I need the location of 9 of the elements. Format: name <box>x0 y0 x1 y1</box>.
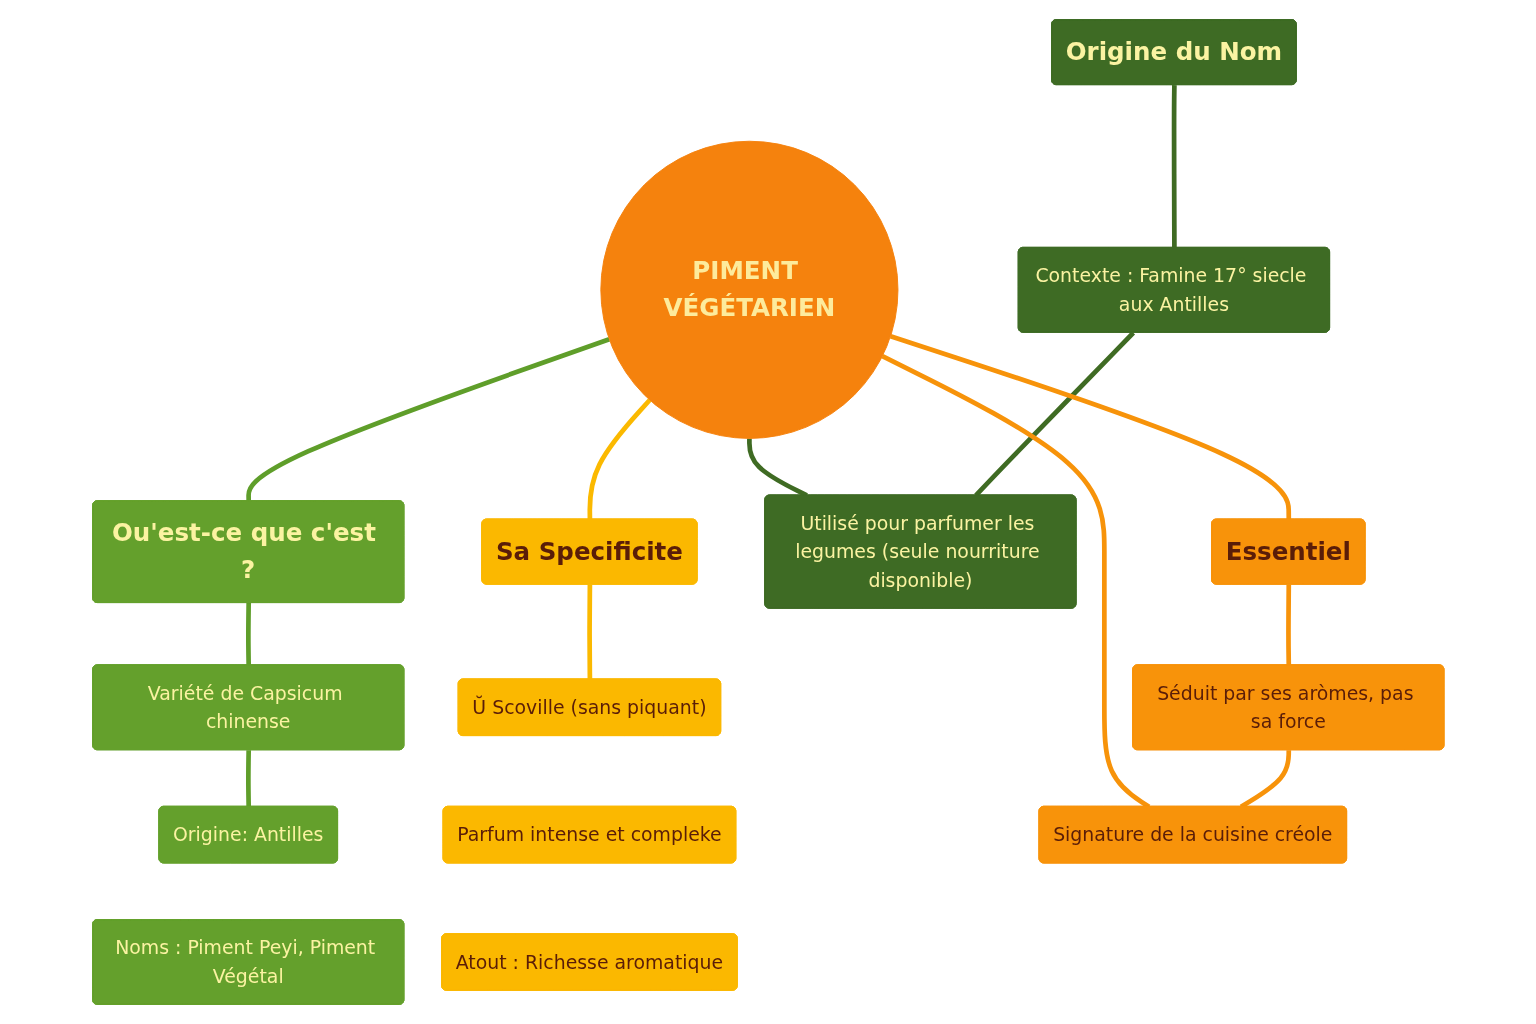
connector <box>1171 85 1177 248</box>
connector <box>1285 584 1291 666</box>
connector <box>246 337 610 502</box>
node-circle: PIMENT VÉGÉTARIEN <box>600 140 899 439</box>
connector <box>586 584 592 680</box>
connector <box>245 603 251 666</box>
connector <box>245 750 251 807</box>
connector <box>889 333 1291 520</box>
connector <box>587 398 652 520</box>
